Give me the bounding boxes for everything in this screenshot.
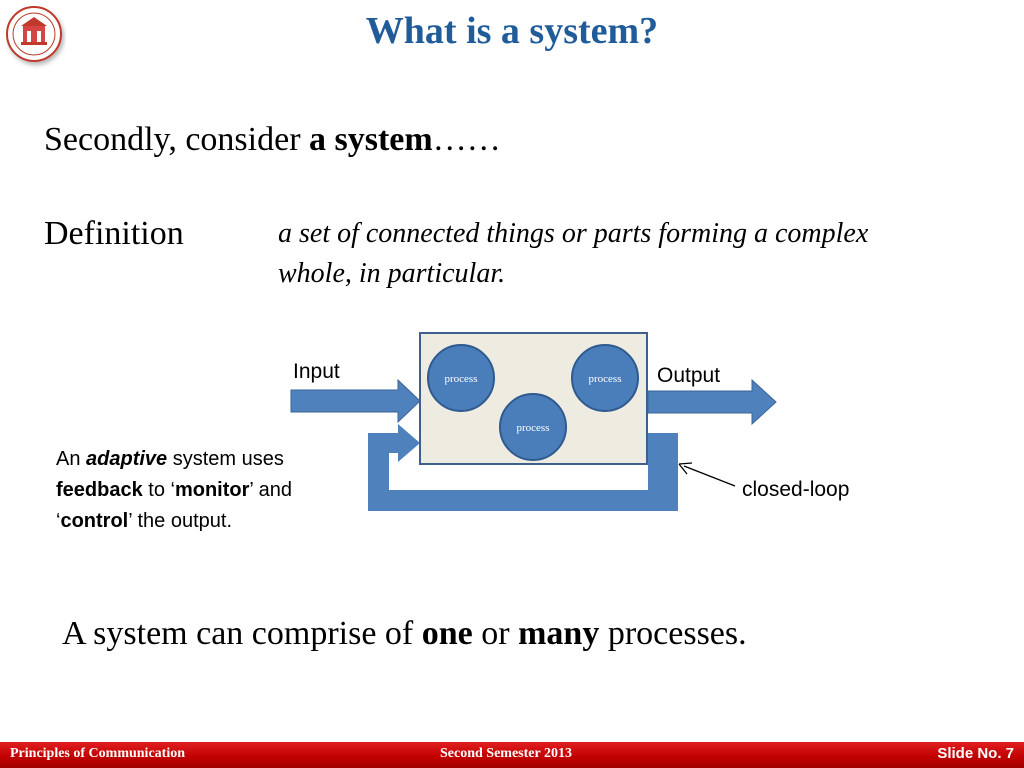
loop-pointer-arrowhead-icon: [678, 462, 693, 475]
output-arrow-icon: [647, 378, 777, 426]
note-emphasis-control: control: [60, 510, 129, 532]
university-seal-icon: [6, 6, 62, 62]
closed-loop-label: closed-loop: [742, 478, 849, 501]
footer-slide-number: Slide No. 7: [937, 745, 1014, 762]
footer-course-title: Principles of Communication: [10, 746, 185, 761]
note-text: ’ the output.: [128, 510, 233, 532]
note-text: ’ and ‘: [56, 479, 293, 532]
process-node: process: [499, 393, 567, 461]
note-emphasis-monitor: monitor: [174, 479, 250, 501]
feedback-loop: [368, 433, 678, 511]
summary-line: A system can comprise of one or many pro…: [62, 612, 747, 656]
adaptive-system-note: An adaptive system uses feedback to ‘mon…: [56, 444, 326, 537]
note-text: to ‘: [142, 479, 175, 501]
process-node: process: [427, 344, 495, 412]
process-label: process: [589, 373, 622, 385]
intro-suffix: ……: [432, 121, 501, 158]
slide-footer: Principles of Communication Second Semes…: [0, 742, 1024, 768]
input-label: Input: [293, 360, 340, 383]
summary-text: A system can comprise of: [62, 615, 422, 652]
slide-title: What is a system?: [365, 10, 659, 52]
definition-text: a set of connected things or parts formi…: [278, 218, 869, 289]
process-label: process: [517, 422, 550, 434]
input-arrow-icon: [290, 378, 421, 424]
summary-emphasis-many: many: [518, 615, 600, 652]
note-emphasis-adaptive: adaptive: [86, 448, 168, 470]
footer-semester: Second Semester 2013: [440, 746, 572, 761]
intro-line: Secondly, consider a system……: [44, 118, 501, 162]
summary-emphasis-one: one: [421, 615, 473, 652]
process-label: process: [445, 373, 478, 385]
process-node: process: [571, 344, 639, 412]
definition-label: Definition: [44, 215, 184, 252]
note-text: system uses: [167, 448, 284, 470]
intro-emphasis: a system: [309, 121, 433, 158]
loop-pointer-line: [683, 465, 736, 487]
note-text: An: [56, 448, 87, 470]
note-emphasis-feedback: feedback: [56, 479, 143, 501]
output-label: Output: [657, 364, 720, 387]
feedback-arrow-icon: [398, 424, 420, 462]
summary-text: processes.: [599, 615, 747, 652]
intro-prefix: Secondly, consider: [44, 121, 310, 158]
summary-text: or: [472, 615, 519, 652]
